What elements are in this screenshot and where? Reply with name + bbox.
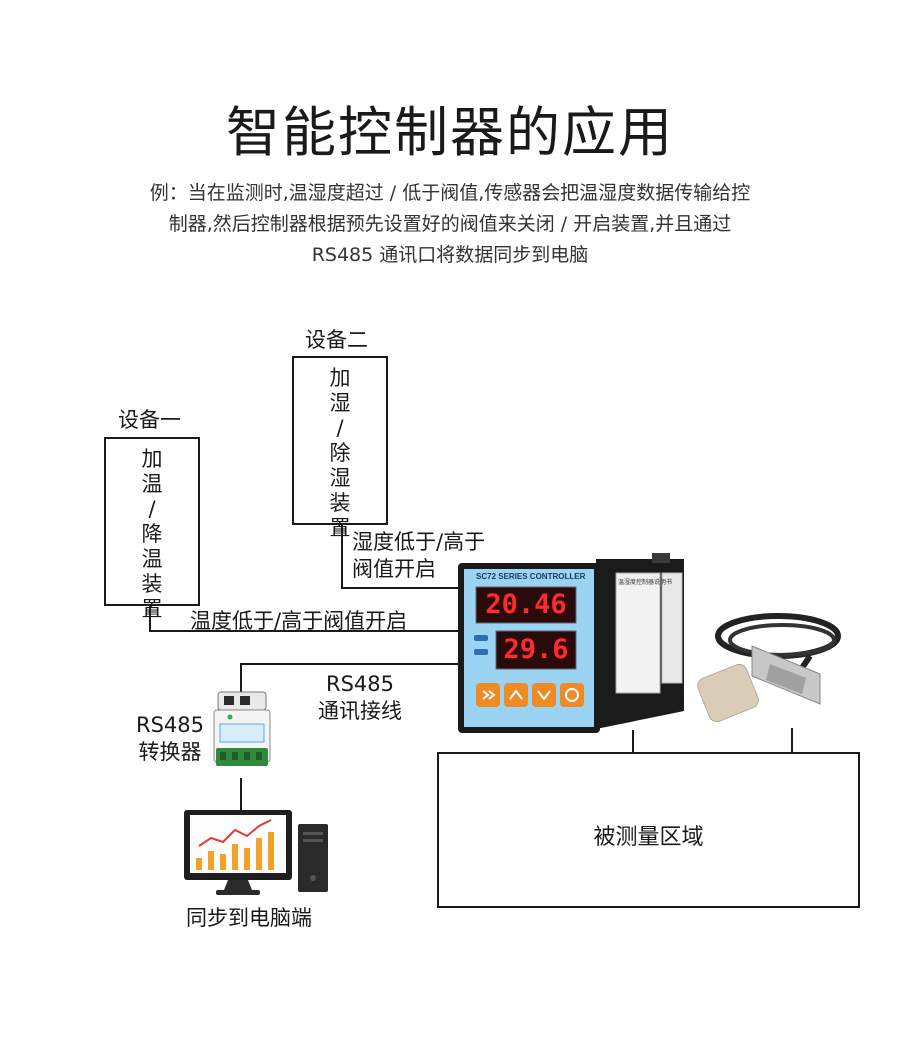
description-line-2: 制器,然后控制器根据预先设置好的阀值来关闭 / 开启装置,并且通过 <box>168 213 732 235</box>
converter-label: RS485 转换器 <box>136 712 204 766</box>
device2-char: / <box>336 416 344 440</box>
controller-side-panel-title: 温湿度控制器说明书 <box>618 579 673 586</box>
device1-char: 降 <box>141 522 163 546</box>
rs485-wire <box>240 663 462 692</box>
device2-box-text: 加 湿 / 除 湿 装 置 <box>294 358 386 541</box>
device1-char: 温 <box>141 547 163 571</box>
device2-char: 湿 <box>329 391 351 415</box>
device2-box: 加 湿 / 除 湿 装 置 <box>292 356 388 540</box>
temperature-wire <box>149 603 462 632</box>
computer-label: 同步到电脑端 <box>186 906 312 930</box>
controller-device: SC72 SERIES CONTROLLER 20.46 29.6 温湿度控制器… <box>456 553 688 735</box>
device2-char: 湿 <box>329 466 351 490</box>
converter-label-line-2: 转换器 <box>138 740 202 764</box>
computer-image <box>184 810 328 895</box>
page-title: 智能控制器的应用 <box>226 101 674 164</box>
device2-char: 置 <box>329 516 351 540</box>
description-line-1: 例：当在监测时,温湿度超过 / 低于阀值,传感器会把温湿度数据传输给控 <box>149 182 751 204</box>
measured-area-box: 被测量区域 <box>437 752 860 908</box>
controller-brand: SC72 SERIES CONTROLLER <box>476 572 586 581</box>
temperature-control-label: 温度低于/高于阀值开启 <box>190 609 408 633</box>
sensor-probe-image <box>697 613 841 723</box>
device1-char: 装 <box>141 572 163 596</box>
rs485-wire-line-2: 通讯接线 <box>318 699 402 723</box>
device1-box-text: 加 温 / 降 温 装 置 <box>106 439 198 622</box>
converter-label-line-1: RS485 <box>136 713 205 737</box>
humidity-control-label: 湿度低于/高于 阀值开启 <box>352 529 485 583</box>
humidity-wire <box>341 522 462 589</box>
device1-char: / <box>148 497 156 521</box>
device2-char: 加 <box>329 366 351 390</box>
rs485-wire-line-1: RS485 <box>325 672 394 696</box>
device1-char: 置 <box>141 597 163 621</box>
humidity-control-line-1: 湿度低于/高于 <box>352 530 486 554</box>
measured-area-label: 被测量区域 <box>593 825 704 850</box>
device2-label: 设备二 <box>305 328 368 352</box>
humidity-control-line-2: 阀值开启 <box>352 557 436 581</box>
rs485-converter-image <box>213 691 271 766</box>
device1-char: 温 <box>141 472 163 496</box>
controller-display-bottom: 29.6 <box>503 634 569 665</box>
controller-display-top: 20.46 <box>485 589 567 620</box>
rs485-wire-label: RS485 通讯接线 <box>318 671 402 725</box>
controller-body <box>458 553 684 733</box>
device1-label: 设备一 <box>118 408 181 432</box>
device2-char: 装 <box>329 491 351 515</box>
device2-char: 除 <box>329 441 351 465</box>
description-line-3: RS485 通讯口将数据同步到电脑 <box>311 244 589 266</box>
device1-box: 加 温 / 降 温 装 置 <box>104 437 200 621</box>
device1-char: 加 <box>141 447 163 471</box>
